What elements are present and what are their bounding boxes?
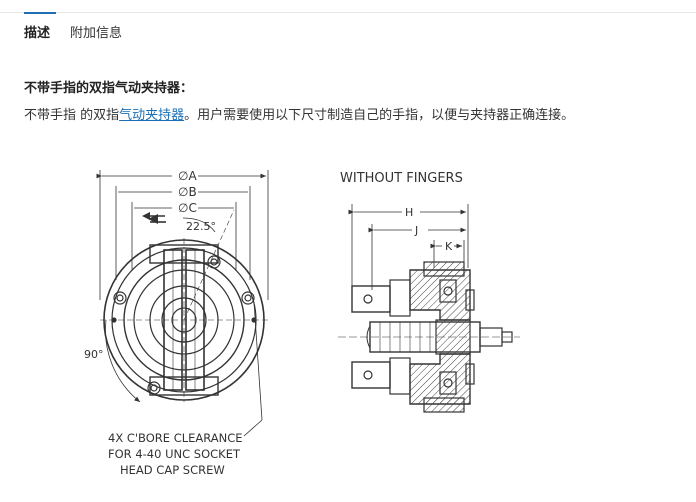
side-view — [338, 204, 520, 413]
technical-drawing: ∅A ∅B ∅C 22.5° 90° 4X C'BORE CLEARANCE F… — [0, 150, 696, 498]
side-view-title: WITHOUT FINGERS — [340, 171, 463, 186]
description-before: 不带手指 的双指 — [24, 108, 120, 123]
tab-bar: 描述 附加信息 — [24, 22, 122, 44]
dim-b-label: ∅B — [178, 185, 197, 199]
drawing-svg: ∅A ∅B ∅C 22.5° 90° 4X C'BORE CLEARANCE F… — [84, 169, 520, 477]
dim-h-label: H — [405, 206, 413, 219]
dim-j-label: J — [414, 224, 418, 237]
tab-additional-info[interactable]: 附加信息 — [70, 26, 123, 41]
dim-c-label: ∅C — [178, 201, 197, 215]
gripper-link[interactable]: 气动夹持器 — [119, 108, 185, 123]
dim-k-label: K — [445, 240, 453, 253]
note-line-1: 4X C'BORE CLEARANCE — [108, 431, 243, 445]
angle-top-label: 22.5° — [186, 220, 216, 233]
description-after: 。用户需要使用以下尺寸制造自己的手指，以便与夹持器正确连接。 — [184, 108, 575, 123]
active-tab-indicator — [24, 12, 56, 14]
section-title: 不带手指的双指气动夹持器： — [24, 81, 194, 96]
arrow-marker — [142, 212, 150, 220]
note-line-2: FOR 4-40 UNC SOCKET — [108, 447, 241, 461]
note-line-3: HEAD CAP SCREW — [120, 463, 225, 477]
top-divider — [0, 12, 696, 13]
tab-description[interactable]: 描述 — [24, 26, 51, 41]
angle-side-label: 90° — [84, 348, 104, 361]
arrow-marker — [148, 214, 158, 224]
description-text: 不带手指 的双指气动夹持器。用户需要使用以下尺寸制造自己的手指，以便与夹持器正确… — [24, 104, 574, 123]
dim-a-label: ∅A — [178, 169, 197, 183]
